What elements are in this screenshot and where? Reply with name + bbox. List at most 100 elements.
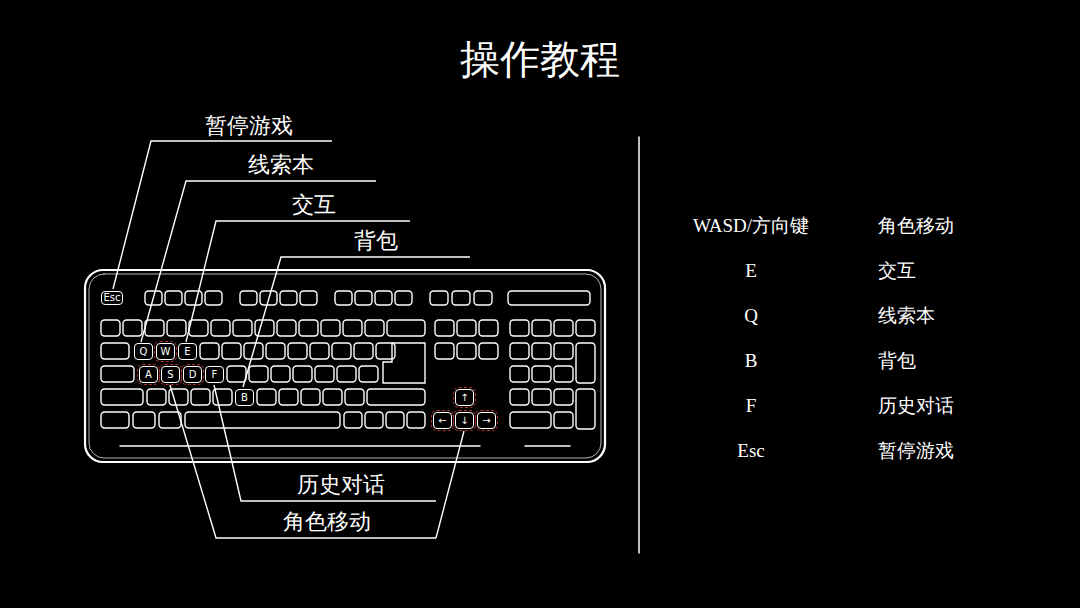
- key-label: ↑: [460, 393, 468, 403]
- plain-key: [323, 389, 342, 405]
- plain-key: [474, 291, 492, 305]
- plain-key: [240, 291, 257, 305]
- plain-key: [355, 291, 372, 305]
- plain-key: [532, 366, 551, 382]
- divider-line: [638, 137, 640, 553]
- plain-key: [510, 320, 529, 336]
- key-label: ↓: [460, 416, 468, 426]
- key-label: W: [161, 347, 171, 357]
- plain-key: [257, 389, 276, 405]
- plain-key: [222, 343, 241, 359]
- plain-key: [510, 343, 529, 359]
- key-label: Esc: [103, 293, 120, 303]
- key-label: A: [145, 370, 152, 380]
- plain-key: [435, 320, 454, 336]
- plain-key: [310, 343, 329, 359]
- leader-line: [243, 257, 470, 387]
- plain-key: [510, 412, 551, 428]
- plain-key: [452, 291, 470, 305]
- plain-key: [554, 412, 573, 428]
- plain-key: [554, 343, 573, 359]
- key-cap: Q: [134, 343, 153, 360]
- keyboard-outline-inner: [89, 274, 601, 458]
- callout-label: 背包: [354, 229, 398, 253]
- page-title: 操作教程: [460, 38, 620, 82]
- key-cap: A: [139, 366, 158, 383]
- plain-key: [165, 291, 182, 305]
- plain-key: [191, 389, 210, 405]
- leader-line: [214, 385, 436, 501]
- plain-key: [227, 366, 246, 382]
- plain-key: [354, 343, 373, 359]
- plain-key: [185, 291, 202, 305]
- plain-key: [375, 291, 392, 305]
- table-key: B: [745, 351, 758, 372]
- key-cap: S: [161, 366, 180, 383]
- table-action: 背包: [878, 351, 916, 372]
- plain-key: [367, 389, 425, 405]
- key-label: B: [241, 393, 248, 403]
- plain-key: [277, 320, 296, 336]
- plain-key: [395, 291, 412, 305]
- key-cap: ←: [433, 412, 452, 429]
- key-cap: D: [183, 366, 202, 383]
- callout-label: 角色移动: [283, 510, 371, 534]
- plain-key: [554, 366, 573, 382]
- key-cap: ↓: [455, 412, 474, 429]
- table-action: 线索本: [878, 306, 935, 327]
- plain-key: [271, 366, 290, 382]
- plain-key: [407, 412, 425, 428]
- plain-key: [337, 366, 356, 382]
- table-key: E: [745, 261, 757, 282]
- plain-key: [145, 320, 164, 336]
- plain-key: [343, 320, 362, 336]
- callout-label: 交互: [292, 193, 336, 217]
- key-cap: F: [205, 366, 224, 383]
- plain-key: [457, 320, 476, 336]
- plain-key: [345, 389, 364, 405]
- plain-key: [280, 291, 297, 305]
- plain-key: [315, 366, 334, 382]
- plain-key: [101, 343, 129, 359]
- plain-key: [293, 366, 312, 382]
- plain-key: [123, 320, 142, 336]
- plain-key: [335, 291, 352, 305]
- plain-key: [332, 343, 351, 359]
- plain-key: [479, 320, 498, 336]
- plain-key: [288, 343, 307, 359]
- plain-key: [101, 366, 134, 382]
- leader-lines: [113, 141, 470, 538]
- plain-key: [508, 291, 590, 305]
- plain-key: [185, 412, 340, 428]
- callout-label: 历史对话: [297, 473, 385, 497]
- plain-key: [576, 389, 595, 429]
- table-action: 暂停游戏: [878, 441, 954, 462]
- table-key: WASD/方向键: [693, 216, 809, 237]
- plain-key: [532, 343, 551, 359]
- plain-key: [233, 320, 252, 336]
- leader-line: [170, 385, 436, 538]
- plain-key: [359, 366, 378, 382]
- plain-key: [205, 291, 222, 305]
- plain-key: [189, 320, 208, 336]
- plain-key: [101, 412, 129, 428]
- callout-label: 暂停游戏: [205, 114, 293, 138]
- plain-key: [510, 366, 529, 382]
- plain-key: [301, 389, 320, 405]
- plain-key: [147, 389, 166, 405]
- plain-key: [211, 320, 230, 336]
- leader-line: [436, 431, 464, 538]
- key-label: ←: [438, 416, 446, 426]
- key-cap: ↑: [455, 389, 474, 406]
- plain-key: [532, 389, 551, 405]
- plain-key: [386, 412, 404, 428]
- table-key: Q: [744, 306, 758, 327]
- key-label: E: [184, 347, 190, 357]
- key-label: D: [189, 370, 197, 380]
- plain-key: [365, 320, 384, 336]
- key-label: F: [212, 370, 218, 380]
- plain-keys: [101, 291, 595, 429]
- plain-key: [532, 320, 551, 336]
- plain-key: [321, 320, 340, 336]
- plain-key: [279, 389, 298, 405]
